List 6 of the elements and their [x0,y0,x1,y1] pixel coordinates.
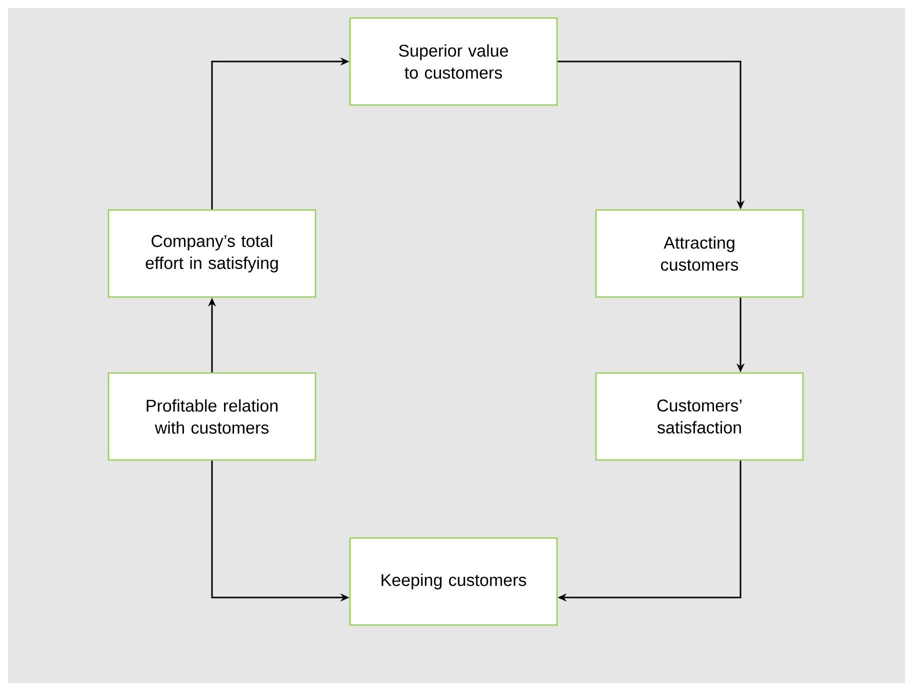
process-box: Customers’ satisfaction [595,372,804,461]
process-box: Superior value to customers [349,17,558,106]
process-box: Company’s total effort in satisfying [108,209,316,298]
process-box: Keeping customers [349,537,558,626]
process-box: Attracting customers [595,209,804,298]
process-box: Profitable relation with customers [108,372,316,461]
